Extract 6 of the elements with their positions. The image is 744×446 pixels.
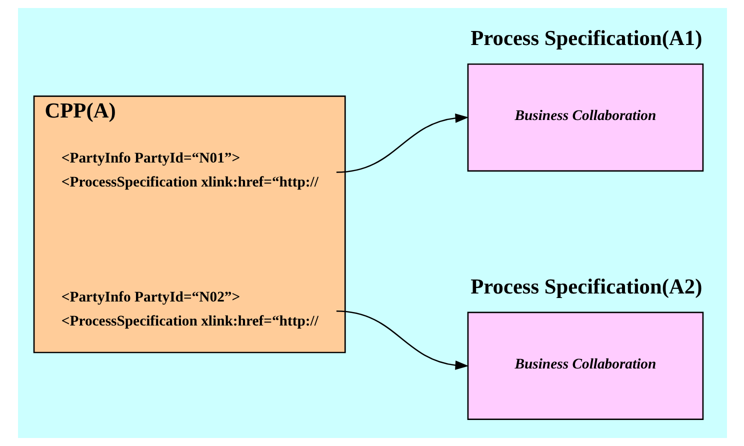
node-text: <PartyInfo PartyId=“N02”> <ProcessSpecification xlink:href=“http:// bbox=[60, 290, 318, 330]
node-text: <PartyInfo PartyId=“N01”> <ProcessSpecification xlink:href=“http:// bbox=[60, 150, 318, 191]
node-label: Process Specification(A1) bbox=[470, 26, 702, 50]
node-label: Process Specification(A2) bbox=[470, 274, 702, 298]
arrow bbox=[336, 113, 468, 173]
arrow bbox=[336, 310, 468, 370]
